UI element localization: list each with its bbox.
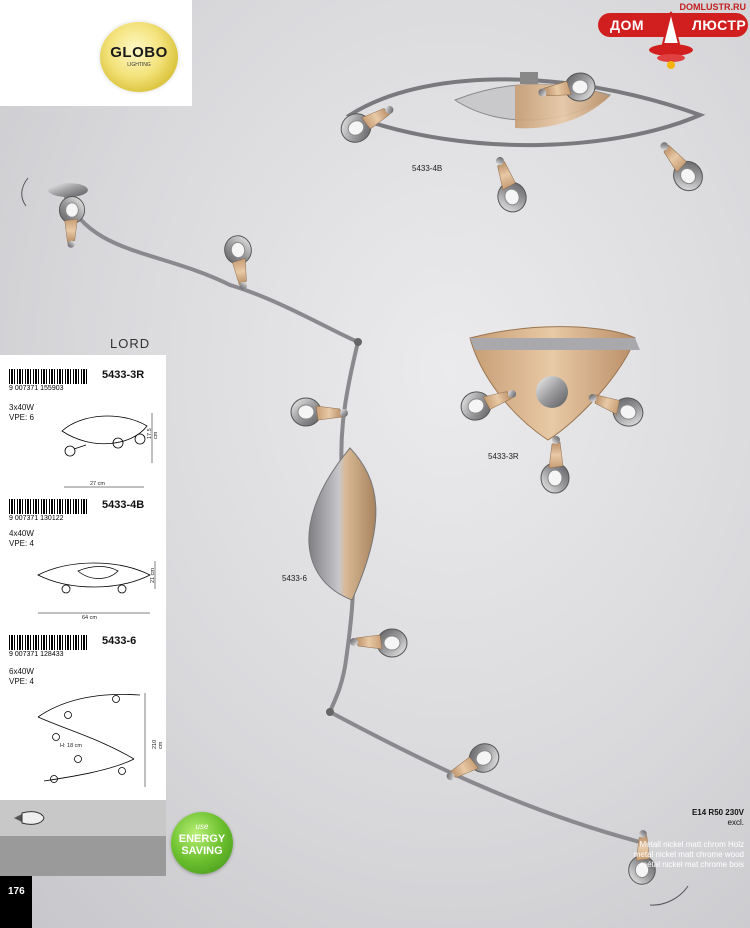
label-triangle-fixture: 5433-3R — [488, 452, 519, 461]
ean-number: 9 007371 128433 — [9, 651, 64, 658]
store-word-2: ЛЮСТР — [692, 17, 747, 33]
barcode — [9, 499, 89, 514]
store-logo[interactable]: DOMLUSTR.RU ДОМ ЛЮСТР — [594, 0, 750, 70]
product-power: 4x40W — [9, 529, 34, 538]
bulb-info-box — [0, 800, 166, 836]
collection-title: LORD — [110, 336, 151, 351]
product-power: 3x40W — [9, 403, 34, 412]
triangle-fixture-5433-3r — [456, 326, 648, 494]
ean-number: 9 007371 155903 — [9, 385, 64, 392]
energy-saving-badge: use ENERGY SAVING — [171, 812, 233, 874]
product-power: 6x40W — [9, 667, 34, 676]
globo-logo: GLOBO LIGHTING — [100, 22, 178, 92]
material-text: Metall nickel matt chrom Holz metal nick… — [634, 840, 744, 870]
material-en: metal nickel matt chrome wood — [633, 850, 744, 859]
globo-tagline: LIGHTING — [127, 62, 151, 68]
dimension-width: 27 cm — [90, 481, 105, 487]
energy-line-3: SAVING — [181, 845, 223, 857]
energy-line-2: ENERGY — [178, 833, 226, 845]
chandelier-icon — [649, 11, 693, 69]
material-box — [0, 836, 166, 876]
dimension-height: 210 cm — [152, 739, 164, 749]
technical-drawing — [61, 413, 153, 488]
technical-drawing — [37, 693, 146, 787]
barcode — [9, 635, 89, 650]
label-bar-fixture: 5433-6 — [282, 574, 307, 583]
barcode — [9, 369, 89, 384]
technical-drawing — [37, 561, 156, 614]
dimension-height: 21 cm — [150, 568, 156, 583]
bulb-line-2: excl. — [727, 818, 744, 827]
product-panel: 9 007371 155903 5433-3R 3x40W VPE: 6 27 … — [0, 355, 166, 800]
material-fr: métal nickel mat chrome bois — [640, 860, 744, 869]
energy-line-1: use — [195, 822, 209, 831]
product-vpe: VPE: 4 — [9, 539, 34, 548]
product-vpe: VPE: 6 — [9, 413, 34, 422]
ean-number: 9 007371 130122 — [9, 515, 64, 522]
material-de: Metall nickel matt chrom Holz — [639, 840, 744, 849]
bulb-line-1: E14 R50 230V — [691, 808, 744, 817]
product-vpe: VPE: 4 — [9, 677, 34, 686]
globo-logo-box: GLOBO LIGHTING — [0, 0, 192, 106]
page-number-box — [0, 876, 32, 928]
product-code: 5433-3R — [102, 369, 145, 381]
store-url[interactable]: DOMLUSTR.RU — [679, 2, 747, 12]
bulb-spec: E14 R50 230V excl. — [692, 808, 744, 828]
bar-fixture-5433-6 — [21, 177, 689, 906]
dimension-width: 64 cm — [82, 615, 97, 621]
bulb-icon — [14, 811, 45, 825]
label-oval-fixture: 5433-4B — [412, 164, 443, 173]
store-word-1: ДОМ — [610, 17, 645, 33]
dimension-width: H: 18 cm — [60, 743, 83, 749]
dimension-height: 17.5 cm — [147, 428, 159, 439]
globo-brand: GLOBO — [110, 44, 168, 61]
page-number: 176 — [8, 886, 25, 897]
product-code: 5433-4B — [102, 499, 145, 511]
oval-fixture-5433-4b — [335, 70, 709, 217]
product-code: 5433-6 — [102, 635, 137, 647]
